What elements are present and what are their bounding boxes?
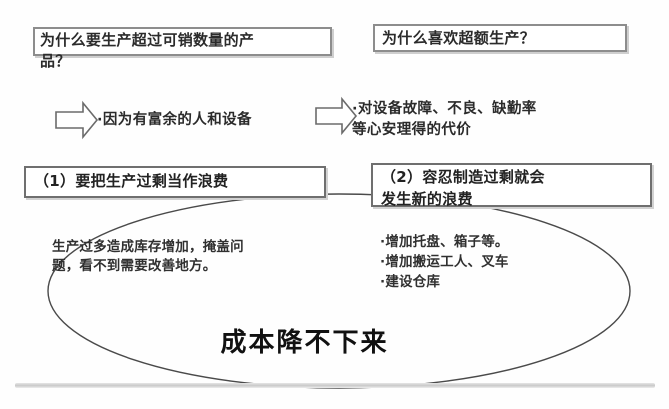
- list-item: ·增加托盘、箱子等。: [380, 234, 509, 250]
- question-text-1: 为什么要生产超过可销数量的产 品？: [40, 31, 255, 70]
- question-box-1: [33, 27, 332, 56]
- conclusion-text-2: （2）容忍制造过剩就会 发生新的浪费: [381, 168, 545, 208]
- reason-text-2: ·对设备故障、不良、缺勤率 等心安理得的代价: [352, 101, 537, 138]
- question-box-2: [373, 24, 627, 52]
- bottom-divider: [15, 383, 655, 388]
- conclusion-box-1: [24, 166, 326, 198]
- list-item: ·建设仓库: [380, 274, 441, 290]
- reason-text-1: ·因为有富余的人和设备: [97, 112, 252, 128]
- headline-cost-cannot-drop: 成本降不下来: [0, 322, 669, 359]
- question-text-2: 为什么喜欢超额生产？: [382, 29, 536, 47]
- block-arrow-right-icon: [315, 96, 358, 136]
- conclusion-box-2: [371, 163, 652, 207]
- block-arrow-left-icon: [55, 100, 99, 140]
- list-item: ·增加搬运工人、叉车: [380, 254, 509, 270]
- headline-text: 成本降不下来: [220, 328, 389, 358]
- inventory-problem-note: 生产过多造成库存增加，掩盖问题，看不到需要改善地方。: [52, 239, 244, 274]
- conclusion-text-1: （1）要把生产过剩当作浪费: [34, 172, 229, 190]
- extra-waste-list: ·增加托盘、箱子等。 ·增加搬运工人、叉车 ·建设仓库: [380, 232, 509, 292]
